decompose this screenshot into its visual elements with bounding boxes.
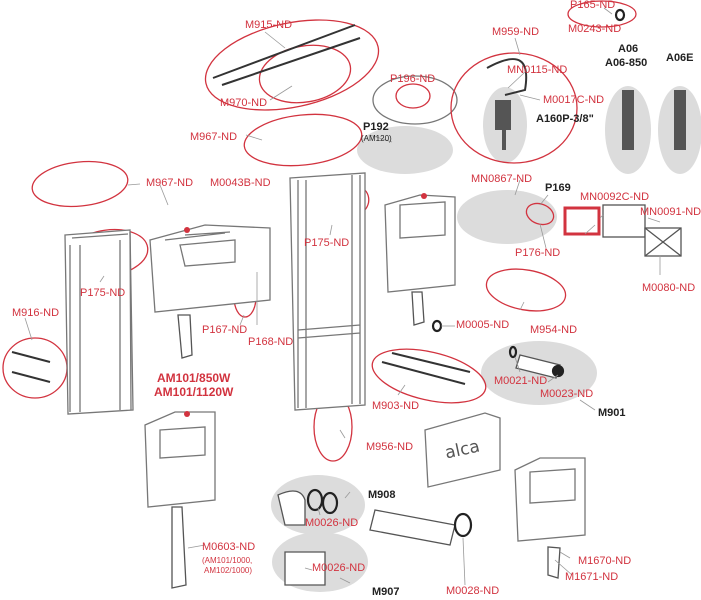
p196-bubble: [372, 75, 458, 125]
hose: [486, 58, 528, 96]
m0021-ring: [508, 345, 518, 359]
mn0092c-frame: [563, 206, 601, 236]
label-p196: P196-ND: [390, 73, 436, 85]
m954-group: [485, 268, 567, 312]
m915-group: [204, 19, 380, 111]
m967-top-group: [243, 113, 363, 167]
m915-rail-2: [221, 37, 361, 86]
label-m954: M954-ND: [530, 324, 578, 336]
frame-left: [64, 229, 134, 415]
label-p175-left: P175-ND: [80, 287, 126, 299]
label-m1670: M1670-ND: [578, 555, 632, 567]
m967-left-group: [31, 160, 129, 208]
m916-group: [2, 337, 68, 399]
label-m970: M970-ND: [220, 97, 268, 109]
p169-callout: [457, 190, 557, 244]
label-m0603: M0603-ND: [202, 541, 256, 553]
label-mn0091: MN0091-ND: [640, 206, 701, 218]
m907-coupling: [284, 551, 326, 586]
label-mn0092c: MN0092C-ND: [580, 191, 650, 203]
cover-box: [424, 412, 501, 488]
m0005-ring: [431, 319, 443, 333]
drain-pipe-upper-mid: [411, 291, 425, 326]
label-m903: M903-ND: [372, 400, 420, 412]
label-p168: P168-ND: [248, 336, 294, 348]
m903-rod-2: [391, 352, 471, 373]
frame-mid: [289, 172, 366, 411]
m908-elbow: [277, 490, 306, 526]
m0023-cap: [551, 364, 565, 378]
p192-callout: [357, 126, 453, 174]
label-p169: P169: [545, 182, 571, 194]
drain-pipe-lower-left: [171, 506, 187, 589]
drain-pipe-upper-left: [177, 314, 193, 359]
label-m916: M916-ND: [12, 307, 60, 319]
label-m0603-note-1: (AM101/1000,: [202, 556, 253, 565]
valve-indicator-3: [184, 411, 190, 417]
label-m0021: M0021-ND: [494, 375, 548, 387]
valve-indicator-1: [184, 227, 190, 233]
m0026-ring-2: [321, 491, 339, 515]
label-a06e: A06E: [666, 52, 694, 64]
label-m0026-a: M0026-ND: [305, 517, 359, 529]
label-m1671: M1671-ND: [565, 571, 619, 583]
label-m0043b: M0043B-ND: [210, 177, 271, 189]
label-m901: M901: [598, 407, 626, 419]
label-m0243: M0243-ND: [568, 23, 622, 35]
label-a06-850: A06-850: [605, 57, 648, 69]
label-p192: P192: [363, 121, 389, 133]
m0028-ring: [453, 512, 473, 538]
label-p175-mid: P175-ND: [304, 237, 350, 249]
label-m0023: M0023-ND: [540, 388, 594, 400]
label-am120: (AM120): [361, 134, 392, 143]
a06e-valve: [674, 90, 686, 150]
cistern-lower-left: [144, 411, 216, 508]
valve-indicator-2: [421, 193, 427, 199]
a160p-valve: [495, 100, 511, 130]
m0028-pipe: [369, 509, 456, 546]
p176-group: [525, 202, 555, 226]
label-m907: M907: [372, 586, 400, 598]
m0243-ring: [614, 8, 626, 22]
label-am101-850w: AM101/850W: [157, 371, 231, 385]
label-m956: M956-ND: [366, 441, 414, 453]
label-p167: P167-ND: [202, 324, 248, 336]
p196-group: [395, 83, 431, 109]
m916-rod-2: [11, 371, 51, 383]
label-m0028: M0028-ND: [446, 585, 500, 597]
label-p165: P165-ND: [570, 0, 616, 11]
mn0091-box: [602, 204, 646, 238]
m959-group: [450, 52, 578, 164]
label-m0603-note-2: AM102/1000): [204, 566, 253, 575]
m0026-ring-1: [306, 488, 324, 512]
label-m915: M915-ND: [245, 19, 293, 31]
m916-rod-1: [11, 351, 51, 363]
m970-group: [258, 44, 352, 104]
m915-rail-1: [212, 24, 356, 79]
label-m967-top: M967-ND: [190, 131, 238, 143]
label-a160p: A160P-3/8": [536, 113, 594, 125]
label-m0026-b: M0026-ND: [312, 562, 366, 574]
label-p176: P176-ND: [515, 247, 561, 259]
label-m967-left: M967-ND: [146, 177, 194, 189]
label-a06: A06: [618, 43, 639, 55]
label-m908: M908: [368, 489, 396, 501]
label-mn0867: MN0867-ND: [471, 173, 533, 185]
label-am101-1120w: AM101/1120W: [154, 385, 234, 399]
label-m0080: M0080-ND: [642, 282, 696, 294]
cistern-upper-left: [149, 224, 271, 313]
label-m0005: M0005-ND: [456, 319, 510, 331]
m1670-pipe: [547, 546, 561, 579]
m903-group: [371, 348, 487, 404]
label-mn0115: MN0115-ND: [507, 64, 568, 76]
label-m0017c: M0017C-ND: [543, 94, 605, 106]
p165-group: [567, 0, 637, 28]
label-m959: M959-ND: [492, 26, 540, 38]
a06-valve: [622, 90, 634, 150]
m903-rod-1: [381, 361, 466, 385]
